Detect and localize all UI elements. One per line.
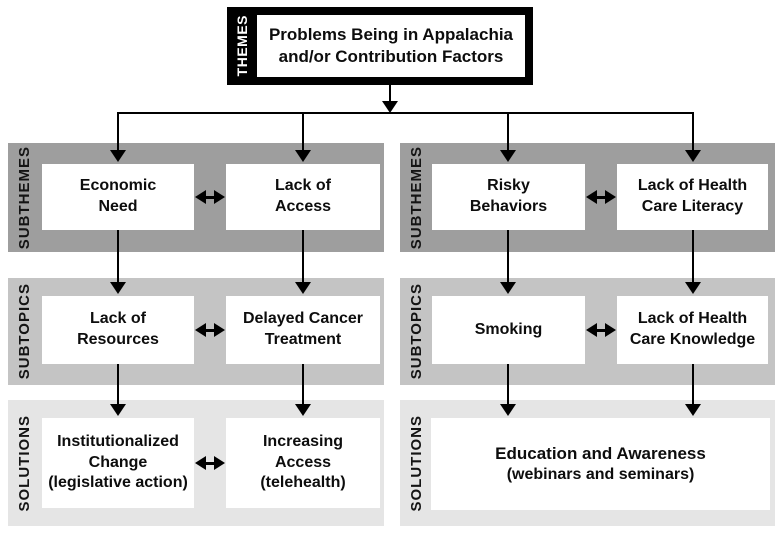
- themes-band-box: THEMES Problems Being in Appalachia and/…: [227, 7, 533, 85]
- node-lack-of-health-care-knowledge: Lack of Health Care Knowledge: [617, 296, 768, 364]
- down-arrow-icon: [685, 404, 701, 416]
- down-arrow-icon: [110, 404, 126, 416]
- node-text-line: Lack of Health: [637, 310, 748, 328]
- subtopics-label-left: SUBTOPICS: [8, 278, 40, 385]
- node-text-line: Care Literacy: [641, 198, 744, 215]
- band-label-text: THEMES: [234, 15, 250, 77]
- bidirectional-arrow-icon: [195, 456, 225, 470]
- flow-line: [507, 230, 509, 283]
- node-text-line: Care Knowledge: [629, 331, 756, 348]
- band-label-text: SOLUTIONS: [407, 414, 425, 512]
- flow-line: [117, 230, 119, 283]
- node-text-line: Resources: [77, 331, 159, 348]
- down-arrow-icon: [382, 101, 398, 113]
- node-text-line: Treatment: [264, 331, 342, 348]
- node-text-line: (telehealth): [260, 474, 346, 492]
- down-arrow-icon: [295, 282, 311, 294]
- node-education-and-awareness: Education and Awareness (webinars and se…: [431, 418, 770, 510]
- solutions-label-left: SOLUTIONS: [8, 400, 40, 526]
- node-text-line: Change: [88, 453, 148, 471]
- node-lack-of-access: Lack of Access: [226, 164, 380, 230]
- node-text-line: Institutionalized: [57, 432, 179, 450]
- node-text-line: Access: [274, 453, 332, 471]
- down-arrow-icon: [110, 282, 126, 294]
- band-label-text: SUBTHEMES: [15, 145, 33, 250]
- flow-line: [692, 230, 694, 283]
- down-arrow-icon: [685, 282, 701, 294]
- node-lack-of-health-care-literacy: Lack of Health Care Literacy: [617, 164, 768, 230]
- solutions-label-right: SOLUTIONS: [400, 400, 432, 526]
- node-text-line: Economic: [79, 177, 157, 195]
- node-institutionalized-change: Institutionalized Change (legislative ac…: [42, 418, 194, 508]
- connector-hline: [117, 112, 694, 114]
- flow-line: [117, 364, 119, 405]
- bidirectional-arrow-icon: [195, 190, 225, 204]
- themes-label: THEMES: [227, 7, 257, 85]
- node-text-line: Lack of: [274, 177, 331, 195]
- down-arrow-icon: [500, 282, 516, 294]
- node-text-line: Need: [98, 198, 138, 215]
- down-arrow-icon: [500, 150, 516, 162]
- subtopics-label-right: SUBTOPICS: [400, 278, 432, 385]
- node-increasing-access: Increasing Access (telehealth): [226, 418, 380, 508]
- node-text-line: Lack of: [89, 310, 146, 328]
- node-text-line: Smoking: [474, 320, 543, 338]
- flow-line: [389, 85, 391, 102]
- down-arrow-icon: [685, 150, 701, 162]
- node-text-line: Behaviors: [469, 198, 548, 215]
- node-text-line: Increasing: [262, 432, 344, 450]
- node-smoking: Smoking: [432, 296, 585, 364]
- node-text-line: Risky: [487, 177, 530, 195]
- node-risky-behaviors: Risky Behaviors: [432, 164, 585, 230]
- band-label-text: SUBTOPICS: [407, 283, 425, 380]
- node-text-line: (webinars and seminars): [506, 465, 695, 483]
- bidirectional-arrow-icon: [586, 323, 616, 337]
- band-label-text: SOLUTIONS: [15, 414, 33, 512]
- node-text-line: Delayed Cancer: [242, 310, 364, 328]
- node-lack-of-resources: Lack of Resources: [42, 296, 194, 364]
- node-text-line: (legislative action): [48, 474, 188, 492]
- down-arrow-icon: [110, 150, 126, 162]
- bidirectional-arrow-icon: [195, 323, 225, 337]
- bidirectional-arrow-icon: [586, 190, 616, 204]
- flow-line: [507, 364, 509, 405]
- subthemes-label-left: SUBTHEMES: [8, 143, 40, 252]
- down-arrow-icon: [295, 404, 311, 416]
- subthemes-label-right: SUBTHEMES: [400, 143, 432, 252]
- down-arrow-icon: [295, 150, 311, 162]
- node-text-line: Access: [274, 198, 332, 215]
- themes-title-line: and/or Contribution Factors: [278, 47, 504, 66]
- themes-title-line: Problems Being in Appalachia: [268, 24, 514, 44]
- flow-line: [302, 364, 304, 405]
- node-text-line: Lack of Health: [637, 177, 748, 195]
- flow-line: [302, 230, 304, 283]
- flow-line: [507, 113, 509, 151]
- flow-line: [692, 364, 694, 405]
- node-economic-need: Economic Need: [42, 164, 194, 230]
- down-arrow-icon: [500, 404, 516, 416]
- flow-line: [302, 113, 304, 151]
- flow-line: [692, 113, 694, 151]
- band-label-text: SUBTHEMES: [407, 145, 425, 250]
- node-text-line: Education and Awareness: [495, 443, 706, 463]
- flow-line: [117, 113, 119, 151]
- themes-title-box: Problems Being in Appalachia and/or Cont…: [257, 15, 525, 77]
- node-delayed-cancer-treatment: Delayed Cancer Treatment: [226, 296, 380, 364]
- band-label-text: SUBTOPICS: [15, 283, 33, 380]
